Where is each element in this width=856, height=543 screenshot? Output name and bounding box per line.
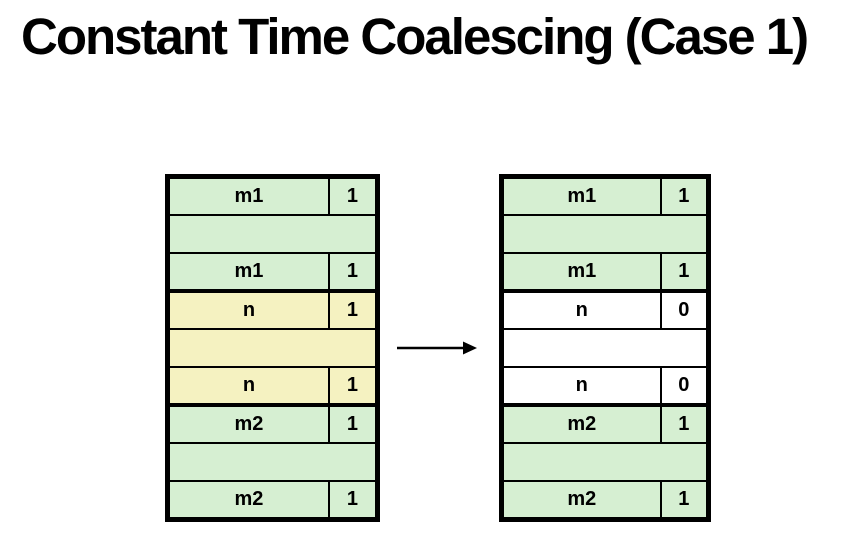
- mem-row-m1-footer: m1 1: [170, 251, 375, 289]
- mem-row-m1-footer: m1 1: [504, 251, 706, 289]
- allocated-bit-cell: 0: [678, 373, 690, 396]
- block-label-cell: n: [170, 292, 330, 329]
- block-label-cell: m1: [170, 179, 330, 215]
- payload-cell: [170, 444, 375, 479]
- mem-row-spacer: [504, 214, 706, 252]
- mem-row-spacer: [170, 214, 375, 252]
- allocated-bit-cell: 1: [346, 185, 358, 208]
- page-title: Constant Time Coalescing (Case 1): [21, 8, 809, 65]
- memory-diagram-before: m1 1 m1 1 n 1 n 1 m2 1 m2 1: [165, 174, 380, 522]
- mem-row-n-footer: n 0: [504, 365, 706, 403]
- mem-row-spacer: [504, 328, 706, 366]
- allocated-bit-cell: 1: [346, 259, 358, 282]
- payload-cell: [170, 330, 375, 365]
- mem-row-m2-footer: m2 1: [170, 479, 375, 517]
- allocated-bit-cell: 1: [678, 185, 690, 208]
- mem-row-spacer: [170, 328, 375, 366]
- payload-cell: [504, 444, 706, 479]
- block-label-cell: m1: [170, 253, 330, 289]
- payload-cell: [504, 216, 706, 251]
- allocated-bit-cell: 1: [346, 373, 358, 396]
- allocated-bit-cell: 1: [678, 487, 690, 510]
- allocated-bit-cell: 1: [346, 487, 358, 510]
- block-label-cell: m2: [504, 481, 662, 517]
- block-label-cell: m1: [504, 179, 662, 215]
- mem-row-m2-header: m2 1: [504, 402, 706, 443]
- block-label-cell: n: [170, 367, 330, 403]
- allocated-bit-cell: 1: [346, 299, 358, 322]
- block-label-cell: m1: [504, 253, 662, 289]
- mem-row-n-footer: n 1: [170, 365, 375, 403]
- mem-row-m2-header: m2 1: [170, 402, 375, 443]
- mem-row-spacer: [504, 442, 706, 480]
- allocated-bit-cell: 1: [346, 413, 358, 436]
- payload-cell: [504, 330, 706, 365]
- payload-cell: [170, 216, 375, 251]
- mem-row-n-header: n 0: [504, 288, 706, 329]
- mem-row-m1-header: m1 1: [170, 179, 375, 215]
- mem-row-m1-header: m1 1: [504, 179, 706, 215]
- block-label-cell: n: [504, 367, 662, 403]
- allocated-bit-cell: 1: [678, 259, 690, 282]
- allocated-bit-cell: 1: [678, 413, 690, 436]
- block-label-cell: m2: [170, 481, 330, 517]
- mem-row-n-header: n 1: [170, 288, 375, 329]
- memory-diagram-after: m1 1 m1 1 n 0 n 0 m2 1 m2 1: [499, 174, 711, 522]
- mem-row-m2-footer: m2 1: [504, 479, 706, 517]
- block-label-cell: n: [504, 292, 662, 329]
- right-arrow-icon: [395, 339, 479, 357]
- mem-row-spacer: [170, 442, 375, 480]
- block-label-cell: m2: [170, 406, 330, 443]
- allocated-bit-cell: 0: [678, 299, 690, 322]
- block-label-cell: m2: [504, 406, 662, 443]
